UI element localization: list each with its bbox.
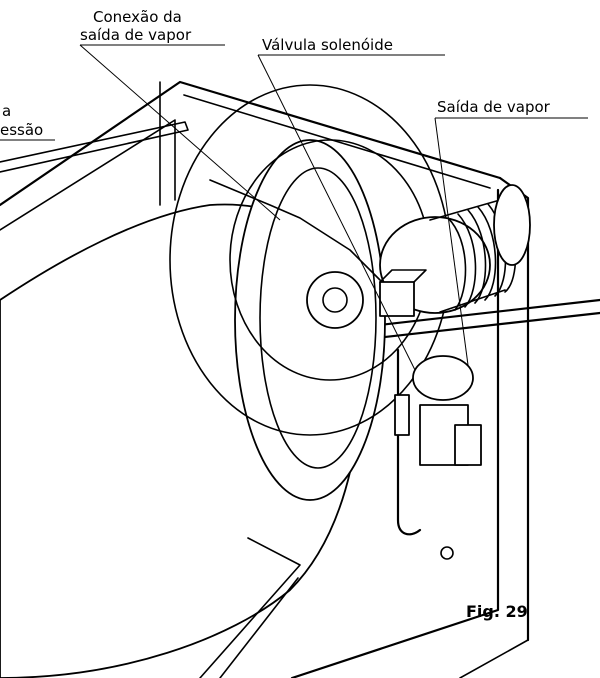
label-partial-left-line2: essão [0,121,44,139]
pump-hub-center [322,287,348,313]
tray-inner [219,577,299,678]
label-partial-left-line1: a [2,102,12,120]
steam-tube-vertical [396,348,422,536]
valve-terminal [454,424,482,466]
cabinet-right-bottom [459,639,529,678]
tube-fitting [394,394,410,436]
valve-body [412,355,474,401]
label-steam-outlet: Saída de vapor [437,98,550,116]
outlet-flange [493,184,531,266]
screw [440,546,454,560]
pump-hub [306,271,364,329]
leader-steam-outlet-connection [79,44,281,221]
label-steam-outlet-connection-line2: saída de vapor [80,26,192,44]
leader-solenoid [257,54,416,371]
boiler-end-inner [259,167,377,469]
cabinet-right-inner [290,188,500,678]
boiler-end-ring [234,139,386,501]
cabinet-inner-top [183,94,491,189]
leader-steam-outlet [434,117,469,366]
label-solenoid-valve: Válvula solenóide [262,36,393,54]
left-rod [0,121,189,173]
cabinet-left-edge [0,119,176,231]
figure-caption: Fig. 29 [466,602,528,621]
label-steam-outlet-connection-line1: Conexão da [93,8,182,26]
tray-edge [199,537,301,678]
cabinet-top-edge [0,80,502,207]
solenoid-cube-top [379,269,427,283]
